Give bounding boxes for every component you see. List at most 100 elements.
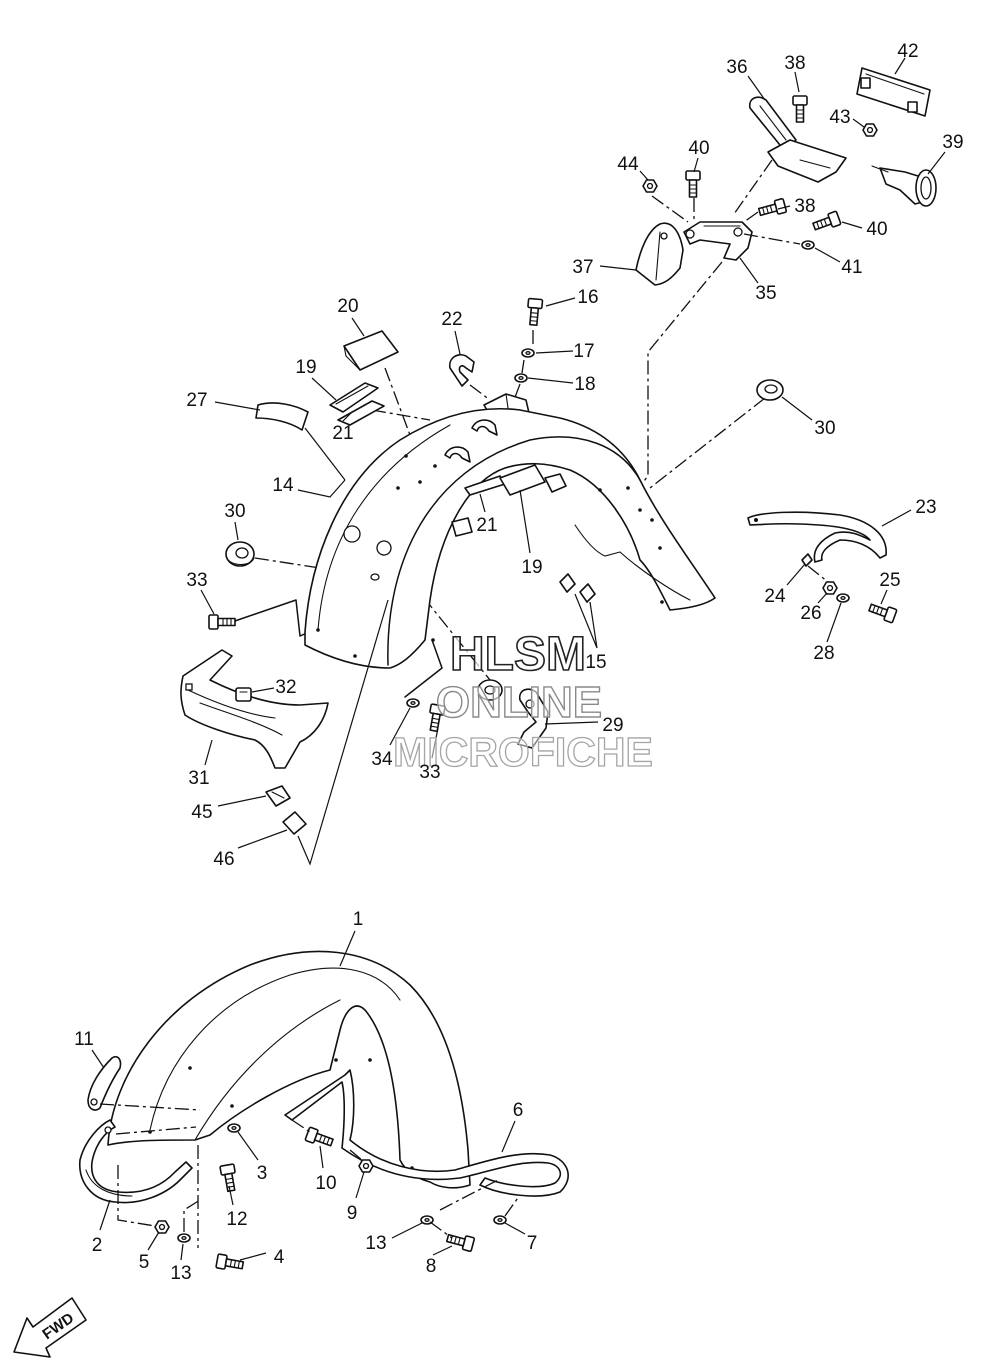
clip-part-32 xyxy=(235,687,252,702)
tab-part-11 xyxy=(87,1055,122,1111)
callout-25: 25 xyxy=(879,570,900,591)
callout-31: 31 xyxy=(188,768,209,789)
cover-part-37 xyxy=(635,222,684,286)
shield-part-31 xyxy=(180,649,329,769)
callout-22: 22 xyxy=(441,309,462,330)
callout-12: 12 xyxy=(226,1209,247,1230)
tags-part-15 xyxy=(559,573,596,603)
callout-33-left: 33 xyxy=(186,570,207,591)
nut-part-26 xyxy=(822,581,838,595)
callout-38-middle: 38 xyxy=(794,196,815,217)
callout-14: 14 xyxy=(272,475,294,496)
washer-part-17 xyxy=(521,348,535,358)
callout-45: 45 xyxy=(191,802,212,823)
bolt-part-33-left xyxy=(208,614,236,630)
callout-20: 20 xyxy=(337,296,358,317)
callout-44: 44 xyxy=(617,154,639,175)
arrow-icon xyxy=(13,1297,87,1358)
callout-10: 10 xyxy=(315,1173,336,1194)
grommet-part-30-left xyxy=(225,541,255,567)
clip-part-22 xyxy=(448,353,475,387)
front-fender-assembly xyxy=(79,950,569,1273)
clamp-part-39 xyxy=(871,165,937,207)
bolt-part-16 xyxy=(525,297,544,327)
callout-18: 18 xyxy=(574,374,595,395)
callout-23: 23 xyxy=(915,497,936,518)
bolt-part-10 xyxy=(304,1126,336,1150)
callout-6: 6 xyxy=(513,1100,524,1121)
tab-part-24 xyxy=(801,553,813,567)
tag-part-46 xyxy=(282,811,307,835)
bracket-part-23 xyxy=(747,511,887,563)
callout-17: 17 xyxy=(573,341,594,362)
callout-40-top: 40 xyxy=(688,138,709,159)
callout-33-bottom: 33 xyxy=(419,762,440,783)
bolt-part-38-middle xyxy=(757,197,788,220)
washer-part-41 xyxy=(801,240,815,250)
bolt-part-38-top xyxy=(792,95,808,123)
callout-32: 32 xyxy=(275,677,296,698)
callout-13-middle: 13 xyxy=(365,1233,386,1254)
callout-15: 15 xyxy=(585,652,606,673)
callout-27: 27 xyxy=(186,390,207,411)
damper xyxy=(477,679,503,701)
callout-13-bottom: 13 xyxy=(170,1263,191,1284)
callout-46: 46 xyxy=(213,849,234,870)
rear-fender-part-14 xyxy=(304,407,716,669)
washer-part-7 xyxy=(493,1215,507,1225)
callout-29: 29 xyxy=(602,715,623,736)
grommet-part-30-right xyxy=(756,379,784,401)
callout-9: 9 xyxy=(347,1203,358,1224)
fender-stay-part-6 xyxy=(284,1069,569,1197)
callout-38-top: 38 xyxy=(784,53,805,74)
forward-direction-arrow: FWD xyxy=(13,1297,87,1358)
callout-21-top: 21 xyxy=(332,423,353,444)
callout-30-right: 30 xyxy=(814,418,835,439)
washer-part-3 xyxy=(227,1123,241,1133)
callout-37: 37 xyxy=(572,257,593,278)
callout-1: 1 xyxy=(353,909,364,930)
callout-35: 35 xyxy=(755,283,776,304)
nut-part-44 xyxy=(642,179,658,193)
washer-part-28 xyxy=(836,593,850,603)
callout-2: 2 xyxy=(92,1235,103,1256)
alignment-line-23 xyxy=(807,565,829,583)
pad-part-19-top xyxy=(329,382,379,413)
callout-39: 39 xyxy=(942,132,963,153)
nut-part-43 xyxy=(862,123,878,137)
rear-fender-assembly xyxy=(180,67,937,835)
callout-5: 5 xyxy=(139,1252,150,1273)
bolt-part-40-top xyxy=(685,170,701,198)
callout-36: 36 xyxy=(726,57,747,78)
callout-26: 26 xyxy=(800,603,821,624)
callout-43: 43 xyxy=(829,107,850,128)
nut-part-5 xyxy=(154,1220,170,1234)
callout-19-top: 19 xyxy=(295,357,316,378)
bracket-part-36 xyxy=(748,96,847,183)
front-fender-part-1 xyxy=(107,950,471,1189)
callout-4: 4 xyxy=(274,1247,285,1268)
callout-19-bottom: 19 xyxy=(521,557,542,578)
washer-part-34 xyxy=(406,698,420,708)
callout-41: 41 xyxy=(841,257,862,278)
bolt-part-25 xyxy=(866,600,898,624)
washer-part-13-bottom xyxy=(177,1233,191,1243)
bolt-part-4 xyxy=(215,1253,245,1273)
bolt-part-8 xyxy=(445,1230,476,1253)
callout-11: 11 xyxy=(74,1029,94,1050)
nut-part-9 xyxy=(358,1159,374,1173)
bracket-part-29 xyxy=(517,688,549,749)
alignment-lines-bottom xyxy=(99,1103,521,1248)
callout-7: 7 xyxy=(527,1233,538,1254)
callout-42: 42 xyxy=(897,41,918,62)
watermark: HLSM ONLINE MICROFICHE xyxy=(393,627,654,775)
callout-3: 3 xyxy=(257,1163,268,1184)
license-light-base-part-42 xyxy=(856,67,931,117)
callout-30-left: 30 xyxy=(224,501,245,522)
bracket-part-35 xyxy=(683,221,753,261)
watermark-line-2: ONLINE xyxy=(436,678,602,727)
callout-40-right: 40 xyxy=(866,219,887,240)
callout-34: 34 xyxy=(371,749,393,770)
callout-24: 24 xyxy=(764,586,786,607)
